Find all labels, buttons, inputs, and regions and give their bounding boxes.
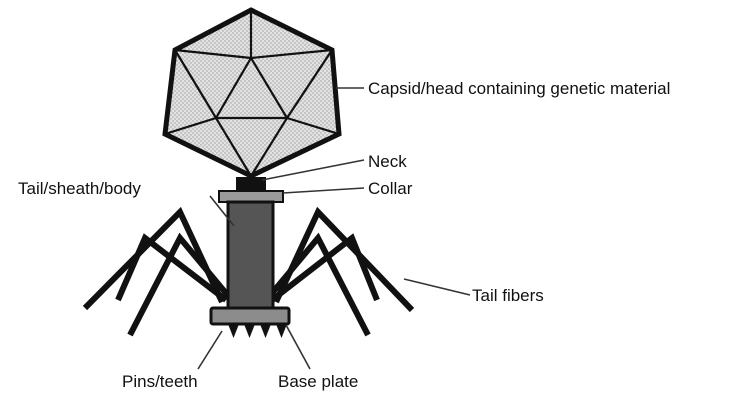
label-collar: Collar <box>368 179 413 198</box>
pin <box>228 324 239 338</box>
label-capsid: Capsid/head containing genetic material <box>368 79 670 98</box>
label-fibers: Tail fibers <box>472 286 544 305</box>
pin <box>276 324 287 338</box>
pin <box>244 324 255 338</box>
capsid-head <box>165 10 339 176</box>
collar <box>219 191 283 202</box>
label-neck: Neck <box>368 152 407 171</box>
label-pins: Pins/teeth <box>122 372 198 391</box>
pins-teeth <box>228 324 287 338</box>
neck <box>236 177 266 191</box>
label-tail: Tail/sheath/body <box>18 179 141 198</box>
leader-fibers <box>404 279 470 295</box>
pin <box>260 324 271 338</box>
leader-base <box>286 325 310 369</box>
leader-pins <box>198 331 222 369</box>
tail-sheath <box>228 202 273 308</box>
leader-collar <box>283 188 364 193</box>
label-base: Base plate <box>278 372 358 391</box>
base-plate <box>211 308 289 324</box>
